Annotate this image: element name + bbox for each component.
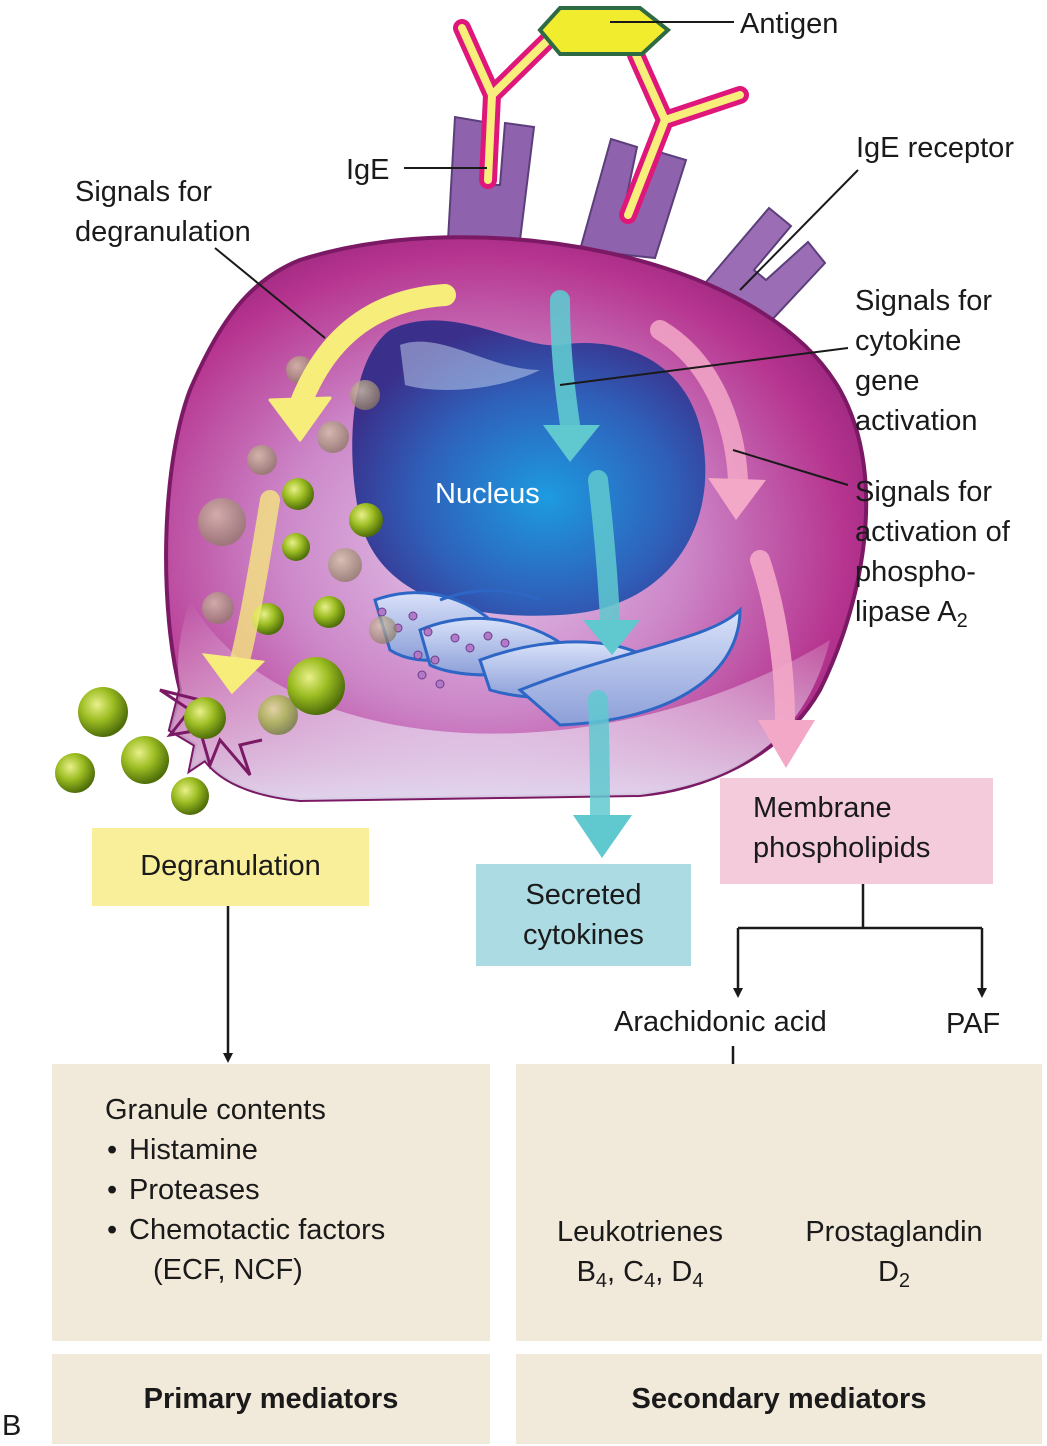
phospholipase-signal-arrow (650, 320, 815, 768)
degranulation-box: Degranulation (92, 828, 369, 906)
nucleus-label: Nucleus (435, 478, 540, 510)
granule-item: Histamine (105, 1130, 385, 1170)
cytokine-signal-arrow (543, 290, 640, 858)
primary-mediators-label: Primary mediators (143, 1383, 399, 1415)
primary-mediators-footer: Primary mediators (52, 1354, 490, 1444)
signals-phospholipase-label: Signals for activation of phospho- lipas… (855, 476, 1010, 632)
degranulation-signal-arrow (201, 284, 456, 695)
panel-letter: B (2, 1410, 22, 1442)
antigen-label: Antigen (740, 8, 839, 40)
degranulation-label: Degranulation (140, 850, 321, 882)
secondary-mediators-footer: Secondary mediators (516, 1354, 1042, 1444)
antigen (537, 6, 672, 56)
leukotrienes-label: Leukotrienes B4, C4, D4 (556, 1216, 724, 1292)
ige-receptor-label: IgE receptor (856, 132, 1014, 164)
membrane-phospholipids-label: Membrane phospholipids (753, 792, 931, 864)
granule-contents: Granule contents Histamine Proteases Che… (105, 1090, 385, 1290)
granule-item: Chemotactic factors (105, 1210, 385, 1250)
prostaglandin-label: Prostaglandin D2 (805, 1216, 983, 1292)
ribosomes (377, 607, 510, 689)
granule-item: Proteases (105, 1170, 385, 1210)
ige-antibodies (453, 19, 749, 224)
arachidonic-acid-label: Arachidonic acid (614, 1006, 827, 1038)
released-granules (55, 657, 345, 815)
secreted-cytokines-box: Secreted cytokines (476, 864, 691, 966)
granule-contents-list: Histamine Proteases Chemotactic factors (105, 1130, 385, 1250)
membrane-phospholipids-box: Membrane phospholipids (720, 778, 993, 884)
primary-mediators-panel: Granule contents Histamine Proteases Che… (52, 1064, 490, 1341)
granule-contents-title: Granule contents (105, 1094, 326, 1126)
nucleus (352, 320, 706, 616)
secreted-cytokines-label: Secreted cytokines (523, 879, 644, 951)
leader-lines (214, 21, 859, 486)
secondary-mediators-panel: Leukotrienes B4, C4, D4 Prostaglandin D2 (516, 1064, 1042, 1341)
signals-cytokine-label: Signals for cytokine gene activation (855, 285, 993, 437)
granules-inside (198, 356, 397, 644)
secondary-mediators-label: Secondary mediators (631, 1383, 927, 1415)
ige-label: IgE (346, 154, 390, 186)
endoplasmic-reticulum (373, 589, 742, 727)
signals-degranulation-label: Signals for degranulation (75, 176, 251, 248)
paf-label: PAF (946, 1008, 1001, 1040)
granule-item-note: (ECF, NCF) (153, 1254, 303, 1286)
